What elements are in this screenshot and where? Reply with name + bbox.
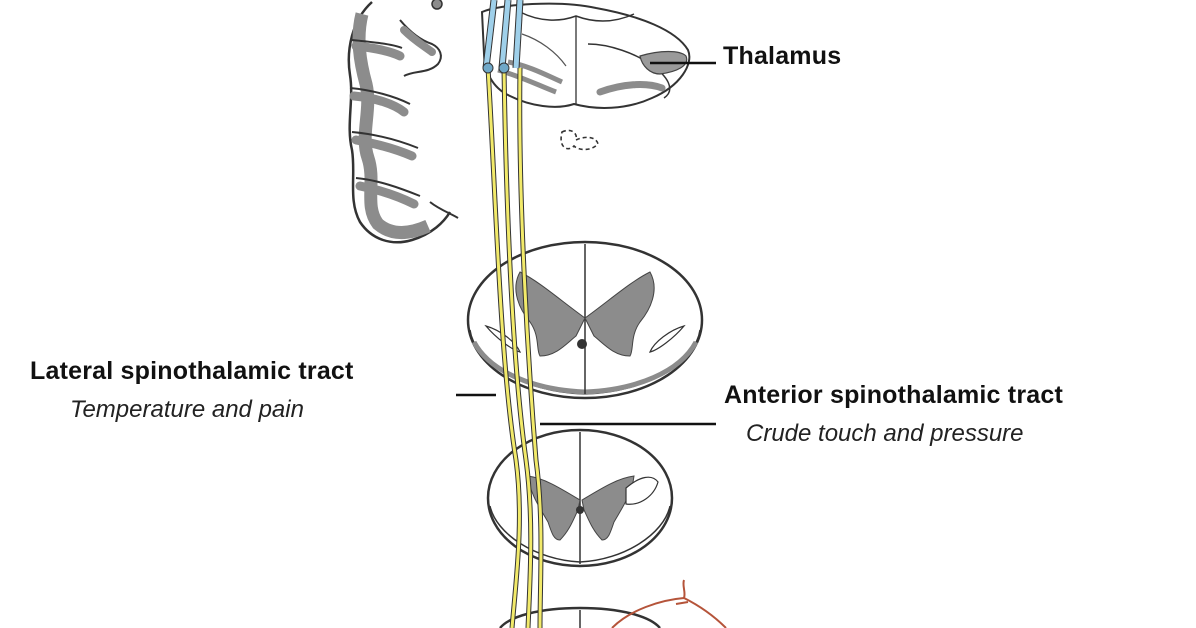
anterior-tract-label: Anterior spinothalamic tract [724, 381, 1063, 409]
thalamus-label: Thalamus [723, 42, 842, 70]
anterior-function-label: Crude touch and pressure [746, 420, 1024, 447]
lateral-function-label: Temperature and pain [70, 396, 304, 423]
cerebral-cortex [347, 0, 459, 244]
spinothalamic-tract-fibers [485, 67, 544, 628]
thalamus-section [480, 2, 691, 151]
sensory-neuron [611, 579, 727, 628]
lateral-tract-label: Lateral spinothalamic tract [30, 357, 354, 385]
thalamocortical-projection [482, 0, 524, 74]
